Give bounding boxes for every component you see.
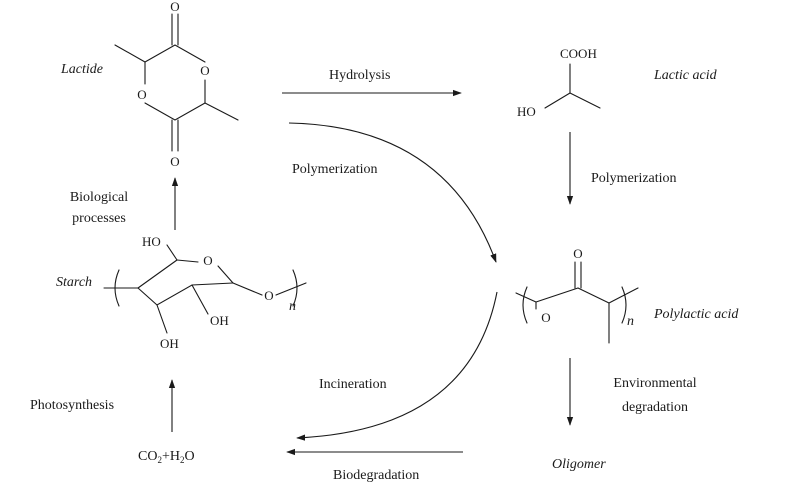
lactide-o-ring-right: O — [200, 63, 209, 78]
oligomer-label: Oligomer — [552, 457, 606, 472]
starch-oh-bottom: OH — [160, 336, 179, 351]
lactic-acid-structure: COOH HO — [517, 46, 601, 119]
polymerization-vertical-label: Polymerization — [591, 171, 677, 186]
biological-label-line1: Biological — [70, 190, 128, 205]
lactic-acid-label: Lactic acid — [653, 68, 718, 83]
lactide-o-bottom: O — [170, 154, 179, 169]
environmental-label-line2: degradation — [622, 400, 688, 415]
lactide-label: Lactide — [60, 62, 103, 77]
lactic-cooh: COOH — [560, 46, 597, 61]
pla-o-carbonyl: O — [573, 246, 582, 261]
pla-o-chain: O — [541, 310, 550, 325]
lactide-o-ring-left: O — [137, 87, 146, 102]
polylactic-acid-structure: O O n — [515, 246, 639, 344]
starch-o-link: O — [264, 288, 273, 303]
starch-n: n — [289, 299, 296, 314]
biological-label-line2: processes — [72, 211, 126, 226]
starch-structure: HO O O OH OH n — [103, 234, 307, 351]
starch-ho: HO — [142, 234, 161, 249]
pla-n: n — [627, 314, 634, 329]
environmental-label-line1: Environmental — [613, 376, 696, 391]
incineration-label: Incineration — [319, 377, 387, 392]
lactide-o-top: O — [170, 0, 179, 14]
lactide-structure: O O O O — [114, 0, 239, 169]
hydrolysis-label: Hydrolysis — [329, 68, 390, 83]
incineration-curve-arrow — [296, 291, 498, 441]
polymerization-curve-arrow — [288, 122, 497, 263]
starch-o-ring: O — [203, 253, 212, 268]
lactic-ho: HO — [517, 104, 536, 119]
biodegradation-label: Biodegradation — [333, 468, 419, 483]
starch-label: Starch — [56, 275, 92, 290]
lactide-bonds — [114, 13, 239, 152]
photosynthesis-label: Photosynthesis — [30, 398, 114, 413]
starch-oh-right: OH — [210, 313, 229, 328]
co2-h2o-label: CO2+H2O — [138, 449, 195, 465]
polymerization-curve-label: Polymerization — [292, 162, 378, 177]
polylactic-acid-label: Polylactic acid — [653, 307, 739, 322]
